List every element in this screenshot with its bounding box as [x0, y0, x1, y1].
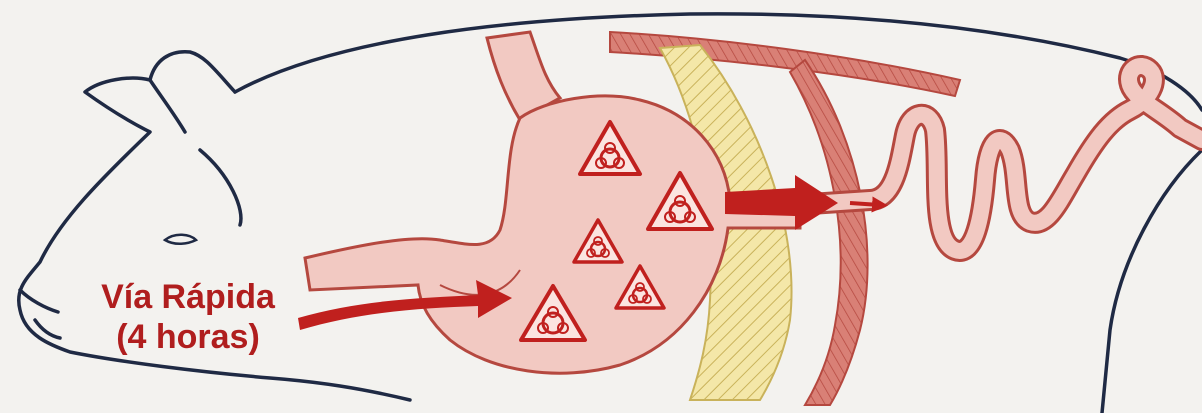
muscle-band-top	[610, 32, 960, 96]
pig-eye-icon	[165, 235, 196, 244]
muscle-wall	[790, 60, 868, 405]
route-label: Vía Rápida (4 horas)	[101, 278, 276, 356]
pig-snout	[20, 290, 60, 338]
arrow-right-icon	[850, 203, 880, 205]
route-label-duration: (4 horas)	[116, 318, 260, 356]
pig-cheek-line	[200, 150, 241, 225]
pig-ear	[150, 80, 185, 132]
pig-belly-line	[1102, 150, 1202, 413]
route-label-title: Vía Rápida	[101, 278, 276, 316]
